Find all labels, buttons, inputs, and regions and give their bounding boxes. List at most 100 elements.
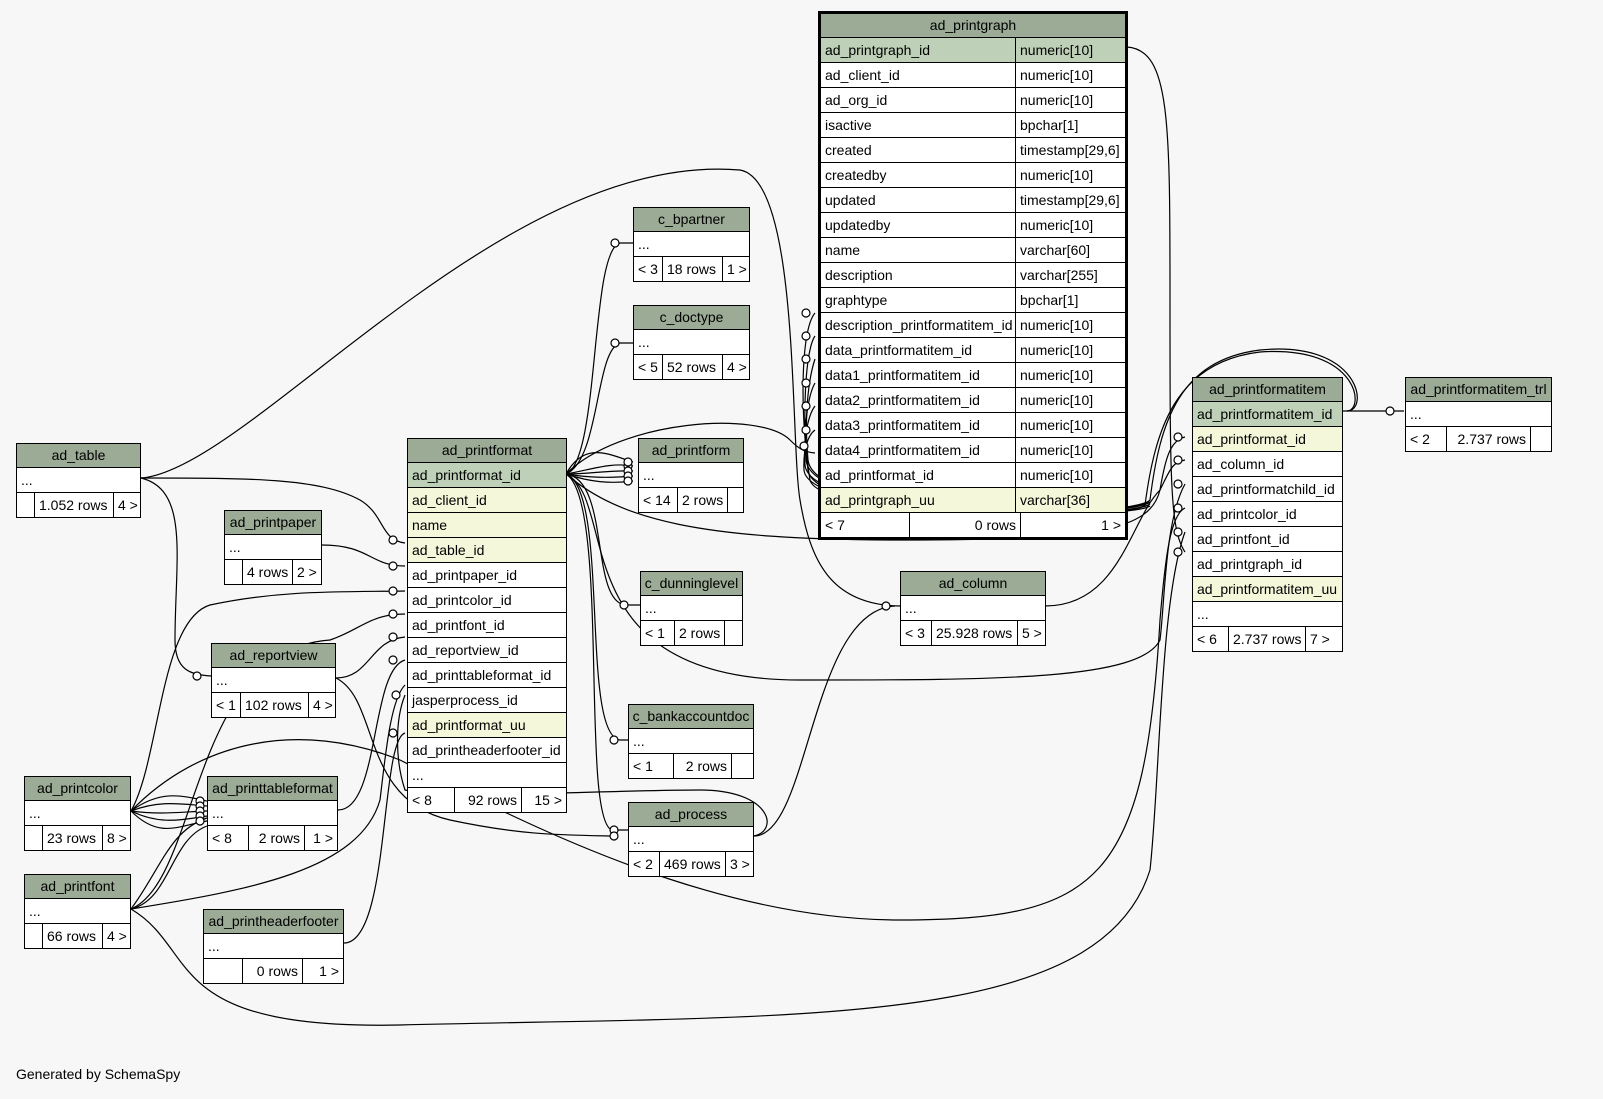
- column-name: description: [825, 267, 893, 283]
- children-count[interactable]: [724, 621, 742, 645]
- parents-count[interactable]: < 14: [643, 492, 671, 508]
- parents-count[interactable]: < 6: [1197, 631, 1217, 647]
- children-count[interactable]: 2 >: [292, 560, 321, 584]
- table-ad-printcolor[interactable]: ad_printcolor ... 23 rows 8 >: [24, 776, 131, 851]
- table-c-doctype[interactable]: c_doctype ... < 5 52 rows 4 >: [633, 305, 750, 380]
- children-count[interactable]: 4 >: [113, 493, 140, 517]
- table-ad-column[interactable]: ad_column ... < 3 25.928 rows 5 >: [900, 571, 1046, 646]
- column-row[interactable]: name: [408, 513, 566, 538]
- table-c-dunninglevel[interactable]: c_dunninglevel ... < 1 2 rows: [640, 571, 743, 646]
- children-count[interactable]: 5 >: [1017, 621, 1045, 645]
- children-count[interactable]: 1 >: [302, 959, 343, 983]
- parents-count[interactable]: < 5: [638, 359, 658, 375]
- children-count[interactable]: [731, 754, 753, 778]
- parents-count[interactable]: [204, 959, 242, 983]
- children-count[interactable]: 3 >: [725, 852, 753, 876]
- column-row[interactable]: ad_printfont_id: [1193, 527, 1342, 552]
- row-count: 1.052 rows: [34, 493, 113, 517]
- parents-count[interactable]: < 3: [905, 625, 925, 641]
- column-row[interactable]: ad_printformat_uu: [408, 713, 566, 738]
- parents-count[interactable]: [25, 826, 42, 850]
- column-row[interactable]: ad_printformatitem_uu: [1193, 577, 1342, 602]
- column-row[interactable]: ad_printpaper_id: [408, 563, 566, 588]
- parents-count[interactable]: < 1: [633, 758, 653, 774]
- column-row[interactable]: ad_reportview_id: [408, 638, 566, 663]
- column-row[interactable]: ad_client_id: [408, 488, 566, 513]
- column-row[interactable]: ad_printformatchild_id: [1193, 477, 1342, 502]
- row-count: 92 rows: [454, 788, 521, 812]
- relationship-endpoint: [388, 632, 398, 642]
- column-row[interactable]: ad_printcolor_id: [408, 588, 566, 613]
- column-row[interactable]: ad_printformatitem_id: [1193, 402, 1342, 427]
- table-ad-printformatitem[interactable]: ad_printformatitem ad_printformatitem_id…: [1192, 377, 1343, 652]
- parents-count[interactable]: < 8: [212, 830, 232, 846]
- children-count[interactable]: 1 >: [304, 826, 337, 850]
- children-count[interactable]: [1530, 427, 1551, 451]
- column-row[interactable]: ad_printfont_id: [408, 613, 566, 638]
- column-row[interactable]: jasperprocess_id: [408, 688, 566, 713]
- table-c-bankaccountdoc[interactable]: c_bankaccountdoc ... < 1 2 rows: [628, 704, 754, 779]
- parents-count[interactable]: < 1: [645, 625, 665, 641]
- parents-count[interactable]: < 8: [412, 792, 432, 808]
- table-ad-printtableformat[interactable]: ad_printtableformat ... < 8 2 rows 1 >: [207, 776, 338, 851]
- children-count[interactable]: 8 >: [102, 826, 130, 850]
- children-count[interactable]: [727, 488, 743, 512]
- column-name: ad_table_id: [412, 542, 485, 558]
- table-ad-printfont[interactable]: ad_printfont ... 66 rows 4 >: [24, 874, 131, 949]
- table-ad-printformatitem-trl[interactable]: ad_printformatitem_trl ... < 2 2.737 row…: [1405, 377, 1552, 452]
- column-row[interactable]: ad_printcolor_id: [1193, 502, 1342, 527]
- column-row[interactable]: ad_table_id: [408, 538, 566, 563]
- children-count[interactable]: 1 >: [1020, 513, 1125, 537]
- parents-count[interactable]: [25, 924, 42, 948]
- parents-count[interactable]: [225, 560, 242, 584]
- column-row[interactable]: ad_printgraph_id: [1193, 552, 1342, 577]
- column-name: data1_printformatitem_id: [825, 367, 980, 383]
- parents-count[interactable]: < 3: [638, 261, 658, 277]
- column-row[interactable]: ad_printheaderfooter_id: [408, 738, 566, 763]
- table-ad-process[interactable]: ad_process ... < 2 469 rows 3 >: [628, 802, 754, 877]
- column-row[interactable]: ad_printtableformat_id: [408, 663, 566, 688]
- children-count[interactable]: 4 >: [722, 355, 749, 379]
- table-c-bpartner[interactable]: c_bpartner ... < 3 18 rows 1 >: [633, 207, 750, 282]
- children-count[interactable]: 4 >: [308, 693, 335, 717]
- column-row[interactable]: ad_printformat_id: [1193, 427, 1342, 452]
- table-ad-reportview[interactable]: ad_reportview ... < 1 102 rows 4 >: [211, 643, 336, 718]
- column-row[interactable]: ad_printformat_id: [408, 463, 566, 488]
- row-count: 2 rows: [677, 488, 727, 512]
- table-ad-table[interactable]: ad_table ... 1.052 rows 4 >: [16, 443, 141, 518]
- column-row[interactable]: ad_column_id: [1193, 452, 1342, 477]
- parents-count[interactable]: [17, 493, 34, 517]
- table-ad-printform[interactable]: ad_printform ... < 14 2 rows: [638, 438, 744, 513]
- children-count[interactable]: 4 >: [102, 924, 130, 948]
- parents-count[interactable]: < 7: [825, 517, 845, 533]
- children-count[interactable]: 15 >: [521, 788, 566, 812]
- table-ad-printpaper[interactable]: ad_printpaper ... 4 rows 2 >: [224, 510, 322, 585]
- table-ad-printheaderfooter[interactable]: ad_printheaderfooter ... 0 rows 1 >: [203, 909, 344, 984]
- parents-count[interactable]: < 2: [1410, 431, 1430, 447]
- children-count[interactable]: 7 >: [1305, 627, 1342, 651]
- parents-count[interactable]: < 1: [216, 697, 236, 713]
- parents-count[interactable]: < 2: [633, 856, 653, 872]
- children-count[interactable]: 1 >: [722, 257, 749, 281]
